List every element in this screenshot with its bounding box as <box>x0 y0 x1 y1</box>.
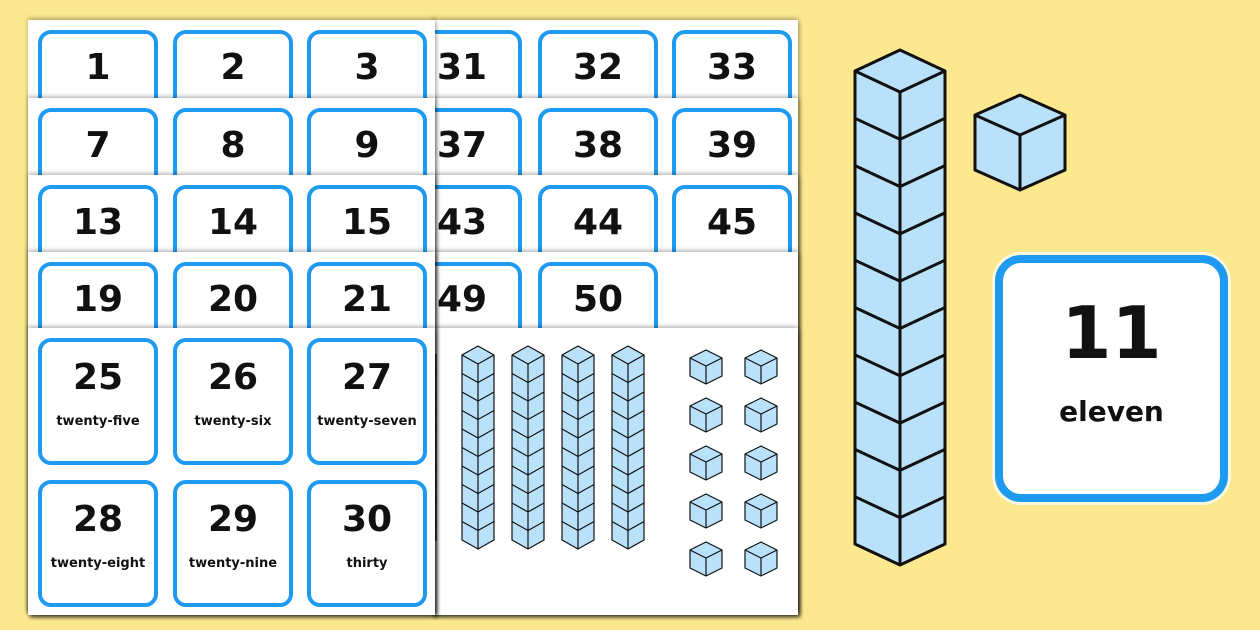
unit-cube-icon <box>689 397 723 433</box>
card-number: 3 <box>354 47 380 88</box>
unit-cube-icon <box>744 445 778 481</box>
card-number: 38 <box>572 125 624 166</box>
card-word: twenty-seven <box>317 414 417 429</box>
unit-cube-icon <box>744 493 778 529</box>
card-number: 44 <box>572 202 624 243</box>
ten-rod-icon <box>461 345 495 550</box>
single-cube-icon <box>973 93 1067 192</box>
unit-cube-icon <box>689 493 723 529</box>
card-word: twenty-five <box>56 414 140 429</box>
card-number: 39 <box>706 125 758 166</box>
unit-cube-icon <box>689 541 723 577</box>
right-sheet-layer <box>432 328 798 615</box>
card-number: 32 <box>572 47 624 88</box>
card-number: 21 <box>341 279 393 320</box>
unit-cube-icon <box>744 541 778 577</box>
card-number: 1 <box>85 47 111 88</box>
card-number: 7 <box>85 125 111 166</box>
card-number: 19 <box>72 279 124 320</box>
unit-cube-icon <box>744 349 778 385</box>
large-ten-rod-icon <box>853 48 947 567</box>
number-word-card: 27 twenty-seven <box>307 338 427 465</box>
featured-number-card: 11 eleven <box>995 255 1228 502</box>
card-number: 2 <box>220 47 246 88</box>
card-number: 49 <box>436 279 488 320</box>
card-number: 13 <box>72 202 124 243</box>
card-number: 28 <box>72 499 124 540</box>
unit-cube-icon <box>744 397 778 433</box>
card-word: twenty-eight <box>50 556 146 571</box>
card-number: 14 <box>207 202 259 243</box>
card-number: 20 <box>207 279 259 320</box>
card-number: 27 <box>341 357 393 398</box>
card-number: 30 <box>341 499 393 540</box>
card-word: twenty-six <box>194 414 272 429</box>
featured-number: 11 <box>1061 291 1162 375</box>
unit-cube-icon <box>689 445 723 481</box>
number-word-card: 26 twenty-six <box>173 338 293 465</box>
card-number: 45 <box>706 202 758 243</box>
card-number: 50 <box>572 279 624 320</box>
card-number: 29 <box>207 499 259 540</box>
card-number: 8 <box>220 125 246 166</box>
card-number: 25 <box>72 357 124 398</box>
card-number: 26 <box>207 357 259 398</box>
number-word-card: 25 twenty-five <box>38 338 158 465</box>
card-word: twenty-nine <box>188 556 278 571</box>
number-word-card: 30 thirty <box>307 480 427 607</box>
card-number: 43 <box>436 202 488 243</box>
card-number: 9 <box>354 125 380 166</box>
ten-rod-icon <box>561 345 595 550</box>
card-number: 31 <box>436 47 488 88</box>
ten-rod-icon <box>611 345 645 550</box>
unit-cube-icon <box>689 349 723 385</box>
card-number: 15 <box>341 202 393 243</box>
number-word-card: 29 twenty-nine <box>173 480 293 607</box>
ten-rod-icon <box>511 345 545 550</box>
number-word-card: 28 twenty-eight <box>38 480 158 607</box>
card-number: 33 <box>706 47 758 88</box>
card-number: 37 <box>436 125 488 166</box>
featured-word: eleven <box>1059 395 1164 428</box>
card-word: thirty <box>346 556 388 571</box>
